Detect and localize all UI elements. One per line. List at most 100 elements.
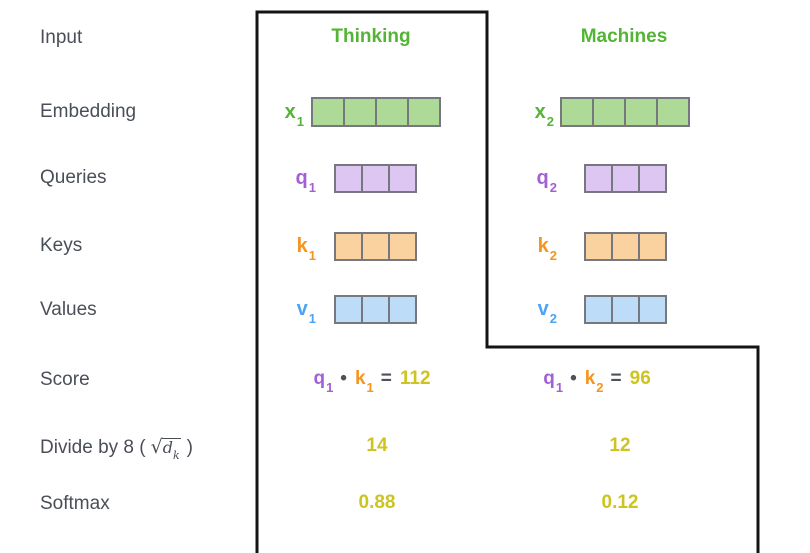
label-base: k [296,235,308,257]
term-base: k [354,368,366,389]
vector-cell [584,232,613,261]
row-label-embedding: Embedding [40,101,137,122]
column-header-thinking: Thinking [331,26,411,47]
embedding-vector-x1 [311,97,441,127]
vector-cell [361,232,390,261]
equals-sign: = [380,368,392,389]
step-outline-path [255,10,760,553]
label-base: k [537,235,549,257]
sqrt-dk-expression: √dk [146,436,181,462]
label-base: q [536,167,549,189]
vector-cell [334,232,363,261]
score1-k-term: k1 [354,368,374,394]
divide-label-suffix: ) [186,437,193,458]
row-label-values: Values [40,299,97,320]
key-vector-k1 [334,232,417,261]
dot-operator: • [570,368,577,389]
term-base: k [584,368,596,389]
vector-label-x1: x1 [241,97,304,129]
vector-cell [560,97,594,127]
label-base: v [296,298,308,320]
vector-label-v2: v2 [494,295,557,326]
vector-cell [361,295,390,324]
vector-cell [584,164,613,193]
radicand-sub-k: k [172,449,180,463]
vector-cell [388,164,417,193]
vector-label-q1: q1 [253,164,316,195]
vector-cell [624,97,658,127]
equals-sign: = [610,368,622,389]
query-vector-q2 [584,164,667,193]
vector-cell [611,232,640,261]
vector-cell [638,232,667,261]
dot-operator: • [340,368,347,389]
vector-label-k2: k2 [494,232,557,263]
vector-cell [334,164,363,193]
sqrt-radicand: dk [161,438,181,463]
row-label-score: Score [40,369,90,390]
label-sub: 1 [296,114,304,129]
vector-label-q2: q2 [494,164,557,195]
divide-label-prefix: Divide by 8 ( [40,437,146,458]
vector-cell [592,97,626,127]
label-sub: 1 [308,311,316,326]
row-label-queries: Queries [40,167,107,188]
radicand-d: d [162,438,173,457]
softmax-value-1: 0.88 [358,492,396,513]
label-sub: 2 [549,248,557,263]
score-expression-1: q1•k1=112 [309,368,434,394]
vector-cell [584,295,613,324]
term-sub: 1 [366,379,374,395]
vector-cell [375,97,409,127]
row-label-input: Input [40,27,83,48]
label-base: x [534,101,546,123]
score2-k-term: k2 [584,368,604,394]
label-base: x [284,101,296,123]
vector-cell [638,295,667,324]
label-sub: 2 [546,114,554,129]
term-sub: 2 [596,379,604,395]
score1-value: 112 [399,368,431,389]
vector-cell [638,164,667,193]
vector-cell [343,97,377,127]
label-sub: 1 [308,248,316,263]
vector-cell [311,97,345,127]
label-sub: 1 [308,180,316,195]
key-vector-k2 [584,232,667,261]
score2-value: 96 [629,368,651,389]
softmax-value-2: 0.12 [601,492,639,513]
column-header-machines: Machines [580,26,668,47]
divide-value-1: 14 [366,435,388,456]
divide-value-2: 12 [609,435,631,456]
row-label-keys: Keys [40,235,83,256]
vector-cell [611,295,640,324]
vector-label-k1: k1 [253,232,316,263]
value-vector-v1 [334,295,417,324]
score-expression-2: q1 • k2 = 96 [539,368,655,394]
row-label-softmax: Softmax [40,493,110,514]
vector-cell [656,97,690,127]
sqrt-radical-icon: √ [150,436,163,458]
query-vector-q1 [334,164,417,193]
label-base: q [295,167,308,189]
row-label-divide: Divide by 8 (√dk) [40,434,193,463]
value-vector-v2 [584,295,667,324]
score1-q-term: q1 [313,368,333,394]
vector-label-x2: x2 [491,97,554,129]
label-base: v [537,298,549,320]
vector-cell [334,295,363,324]
score2-q-term: q1 [543,368,563,394]
vector-cell [388,232,417,261]
term-sub: 1 [555,379,564,395]
term-base: q [543,368,555,389]
term-sub: 1 [326,379,334,395]
term-base: q [313,368,326,389]
vector-cell [388,295,417,324]
vector-cell [361,164,390,193]
vector-label-v1: v1 [253,295,316,326]
label-sub: 2 [549,180,557,195]
label-sub: 2 [549,311,557,326]
vector-cell [611,164,640,193]
